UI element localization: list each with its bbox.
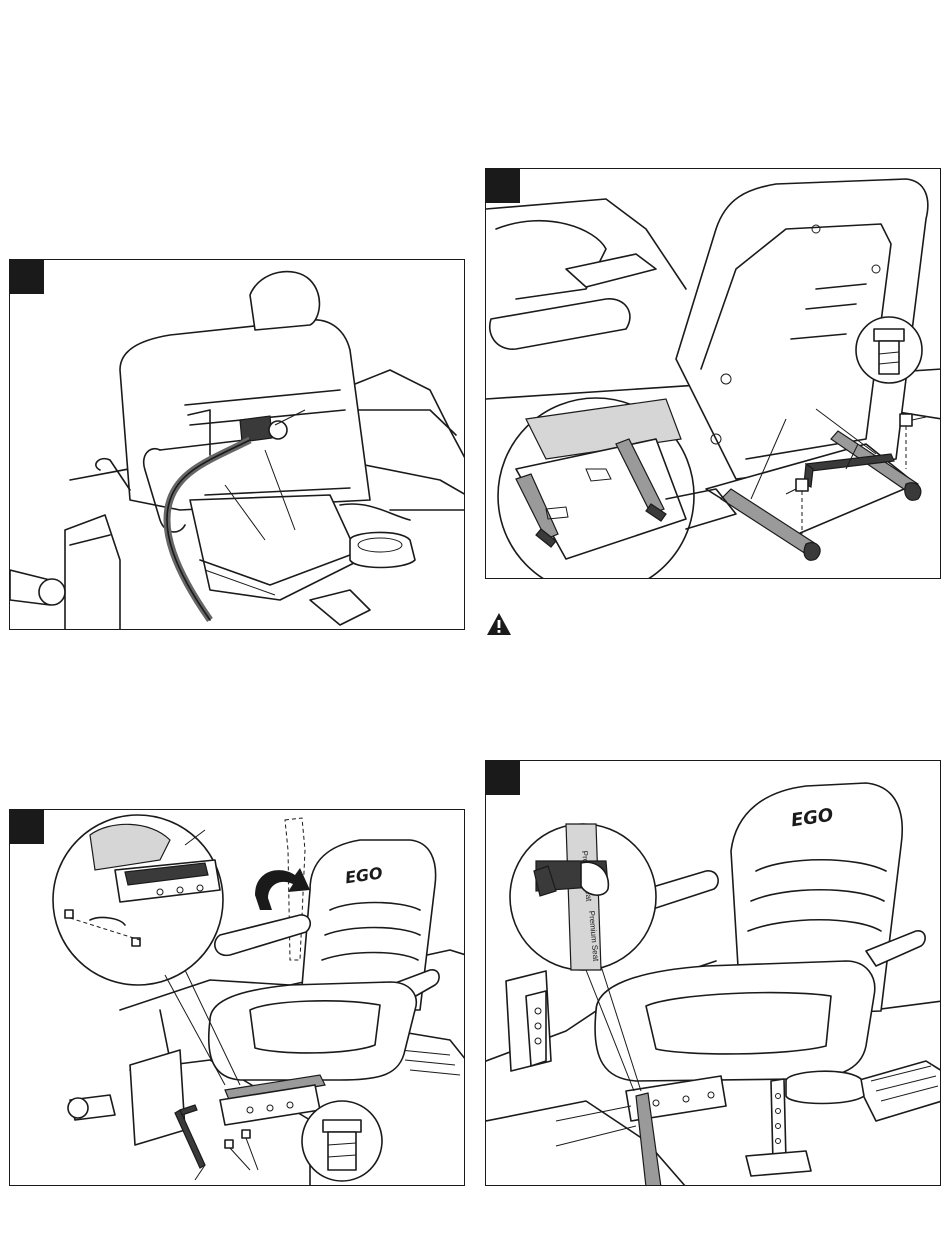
figure-panel-a <box>9 259 465 630</box>
seat-installed-illustration: EGO <box>10 810 465 1186</box>
warning-triangle-icon <box>486 612 512 636</box>
figure-panel-b <box>485 168 941 579</box>
seat-rails-illustration <box>486 169 941 579</box>
figure-panel-c: EGO <box>9 809 465 1186</box>
figure-panel-d: EGO Premium Seat Premium Seat <box>485 760 941 1186</box>
seat-tilted-illustration <box>10 260 465 630</box>
seat-strap-illustration: EGO Premium Seat Premium Seat <box>486 761 941 1186</box>
